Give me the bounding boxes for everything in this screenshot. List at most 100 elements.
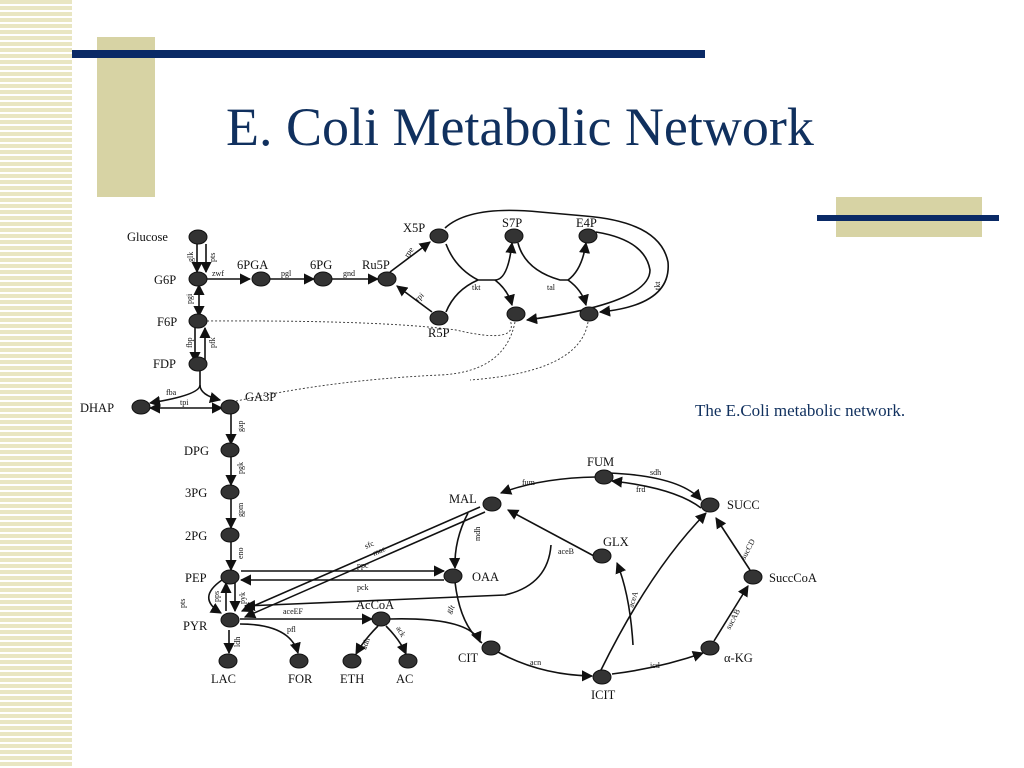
enzyme-tkt-1: tkt — [472, 283, 481, 292]
metabolite-labels: Glucose G6P F6P FDP DHAP GA3P DPG 3PG 2P… — [80, 216, 817, 702]
enzyme-gnd: gnd — [343, 269, 355, 278]
label-cit: CIT — [458, 651, 479, 665]
node-pep — [220, 569, 240, 585]
node-fum — [594, 469, 614, 485]
edge-x5p-tkt — [445, 243, 479, 281]
enzyme-gpm: gpm — [236, 502, 245, 517]
edge-icit-glx — [615, 561, 634, 646]
edge-fum-mal — [499, 476, 597, 495]
enzyme-pgl: pgl — [281, 269, 292, 278]
label-6pga: 6PGA — [237, 258, 268, 272]
node-ga3p — [220, 399, 240, 415]
label-fdp: FDP — [153, 357, 176, 371]
edge-fdp-dhap — [148, 370, 201, 407]
tan-accent-block-left — [97, 37, 155, 197]
edge-fum-succ — [608, 472, 702, 501]
edge-fdp-ga3p — [199, 384, 222, 403]
edge-accoa-cit — [389, 618, 482, 644]
label-succoa: SuccCoA — [769, 571, 817, 585]
label-akg: α-KG — [724, 651, 753, 665]
edge-tkt2-loop-a — [444, 209, 669, 317]
label-3pg: 3PG — [185, 486, 207, 500]
enzyme-aceb: aceB — [558, 547, 574, 556]
label-ac: AC — [396, 672, 413, 686]
node-6pga — [251, 271, 271, 287]
enzyme-pfl: pfl — [287, 625, 297, 634]
page-title: E. Coli Metabolic Network — [226, 97, 814, 157]
dash-f6p-link — [206, 319, 512, 337]
edge-glx-mal — [507, 509, 595, 557]
label-pyr: PYR — [183, 619, 208, 633]
node-pyr — [220, 612, 240, 628]
label-fum: FUM — [587, 455, 614, 469]
enzyme-eno: eno — [236, 547, 245, 559]
enzyme-pts-2: pts — [178, 599, 187, 608]
label-ga3p: GA3P — [245, 390, 276, 404]
enzyme-frd: frd — [636, 485, 645, 494]
node-r5p — [429, 310, 449, 326]
edge-accoa-ac — [385, 625, 408, 656]
enzyme-adh: adh — [359, 637, 371, 651]
enzyme-fum: fum — [522, 478, 536, 487]
label-eth: ETH — [340, 672, 364, 686]
edge-tal-f6p — [567, 279, 589, 307]
node-oaa — [443, 568, 463, 584]
enzyme-acn: acn — [530, 658, 541, 667]
edge-mal-pyr-sfc — [240, 506, 481, 613]
enzyme-ldh: ldh — [233, 637, 242, 647]
label-6pg: 6PG — [310, 258, 332, 272]
node-pp-ga3p — [506, 306, 526, 322]
label-dpg: DPG — [184, 444, 209, 458]
edge-ru5p-x5p — [389, 241, 431, 273]
node-pp-f6p — [579, 306, 599, 322]
node-succoa — [743, 569, 763, 585]
enzyme-pck: pck — [357, 583, 369, 592]
title-rule-top — [72, 50, 705, 58]
node-dhap — [131, 399, 151, 415]
enzyme-pgk: pgk — [236, 462, 245, 474]
label-2pg: 2PG — [185, 529, 207, 543]
node-accoa — [371, 611, 391, 627]
enzyme-glk: glk — [186, 252, 195, 262]
enzyme-glt: glt — [444, 602, 457, 615]
edge-r5p-ru5p — [396, 285, 433, 313]
edge-mal-oaa — [449, 512, 469, 570]
label-r5p: R5P — [428, 326, 450, 340]
edge-oaa-cit — [454, 581, 483, 644]
edge-succoa-succ — [715, 517, 751, 571]
label-icit: ICIT — [591, 688, 616, 702]
edge-icit-succ — [599, 512, 707, 673]
label-accoa: AcCoA — [356, 598, 394, 612]
dash-ga3p-link — [231, 321, 516, 403]
enzyme-pts: pts — [208, 253, 217, 262]
node-fdp — [188, 356, 208, 372]
enzyme-tal: tal — [547, 283, 556, 292]
edge-tal-e4p — [517, 241, 591, 281]
label-glx: GLX — [603, 535, 629, 549]
label-dhap: DHAP — [80, 401, 114, 415]
label-g6p: G6P — [154, 273, 176, 287]
enzyme-succd: sucCD — [739, 537, 757, 561]
left-stripe-decoration — [0, 0, 72, 768]
enzyme-zwf: zwf — [212, 269, 224, 278]
node-mal — [482, 496, 502, 512]
label-e4p: E4P — [576, 216, 597, 230]
node-g6p — [188, 271, 208, 287]
node-icit — [592, 669, 612, 685]
enzyme-rpi: rpi — [413, 290, 426, 303]
metabolite-nodes — [131, 228, 763, 685]
node-glucose — [188, 229, 208, 245]
node-cit — [481, 640, 501, 656]
enzyme-pps: pps — [212, 591, 221, 602]
dash-ga3p-link-2 — [469, 321, 589, 381]
label-ru5p: Ru5P — [362, 258, 390, 272]
enzyme-gap: gap — [236, 420, 245, 432]
enzyme-tpi: tpi — [180, 398, 189, 407]
node-f6p — [188, 313, 208, 329]
node-succ — [700, 497, 720, 513]
enzyme-mdh: mdh — [473, 527, 482, 541]
edge-tkt-s7p — [445, 241, 517, 313]
edge-cit-icit — [497, 651, 594, 682]
edge-accoa-eth — [355, 625, 379, 655]
edge-mal-pyr-mae — [243, 511, 486, 619]
